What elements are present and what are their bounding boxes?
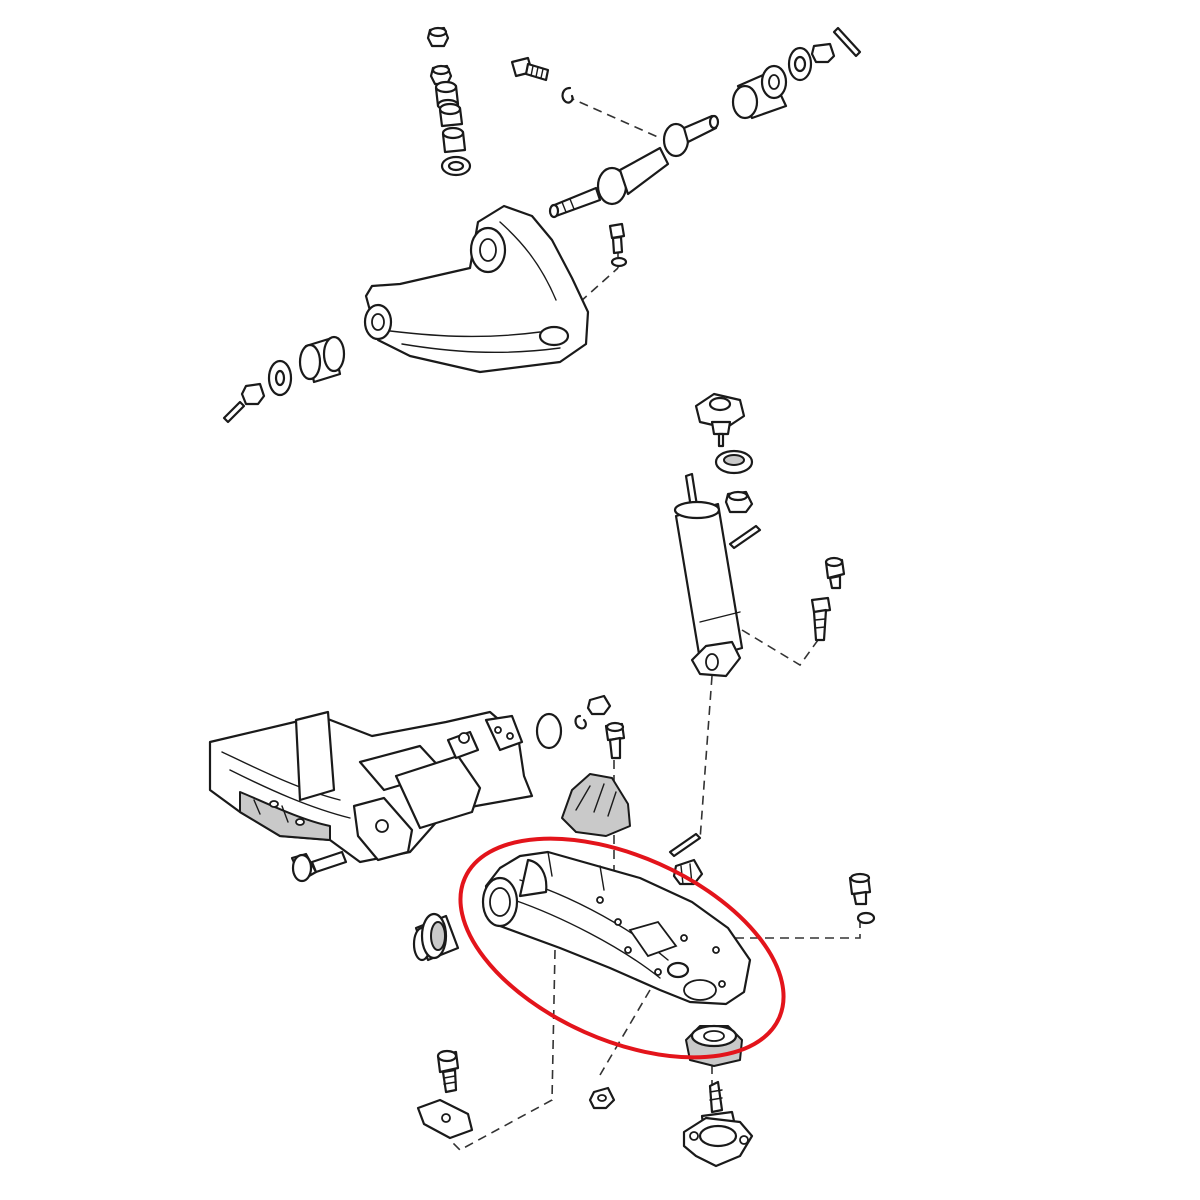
lower-arm-bushing-icon — [412, 912, 460, 962]
cotter-pin-icon — [668, 832, 702, 858]
lower-control-arm — [481, 850, 752, 1006]
shock-absorber — [673, 472, 744, 678]
nut-icon — [429, 64, 453, 86]
lock-washer-icon — [856, 911, 876, 925]
rubber-bump-stop-icon — [561, 773, 631, 837]
upper-ball-joint-icon — [694, 392, 746, 448]
bushing-icon — [441, 126, 467, 154]
upper-hardware-stack — [426, 26, 472, 177]
bushing-icon — [438, 102, 464, 128]
nut-icon — [588, 1086, 616, 1110]
frame-crossmember — [208, 710, 534, 864]
lower-ball-joint — [682, 1080, 754, 1168]
bolt-icon — [290, 850, 348, 883]
bolt-icon — [436, 1049, 460, 1094]
upper-control-arm — [363, 204, 590, 374]
cotter-pin-icon — [832, 26, 862, 58]
bump-stop-disc-icon — [535, 712, 563, 750]
highlight-ellipse — [458, 836, 786, 1060]
bushing-icon — [298, 335, 346, 384]
bracket-plate-icon — [416, 1098, 474, 1140]
bolt-icon — [604, 721, 626, 760]
bolt-icon — [608, 222, 628, 268]
washer-icon — [787, 46, 813, 82]
nut-icon — [810, 42, 836, 64]
ball-joint-boot-icon — [685, 1024, 743, 1067]
bolt-icon — [824, 556, 846, 590]
cotter-pin-icon — [222, 400, 246, 424]
pivot-bolt-icon — [510, 56, 550, 82]
nut-icon — [240, 382, 266, 406]
nut-icon — [724, 490, 754, 514]
nut-icon — [586, 694, 612, 716]
snap-ring-icon — [561, 86, 574, 104]
nut-icon — [426, 26, 450, 48]
washer-icon — [267, 359, 293, 397]
washer-icon — [440, 155, 472, 177]
bushing-icon — [731, 64, 788, 120]
bolt-icon — [848, 872, 872, 906]
cotter-pin-icon — [728, 524, 762, 550]
snap-ring-icon — [574, 714, 587, 730]
upper-shaft-icon — [548, 114, 720, 219]
bolt-icon — [810, 596, 832, 642]
boot-seal-icon — [714, 449, 754, 475]
